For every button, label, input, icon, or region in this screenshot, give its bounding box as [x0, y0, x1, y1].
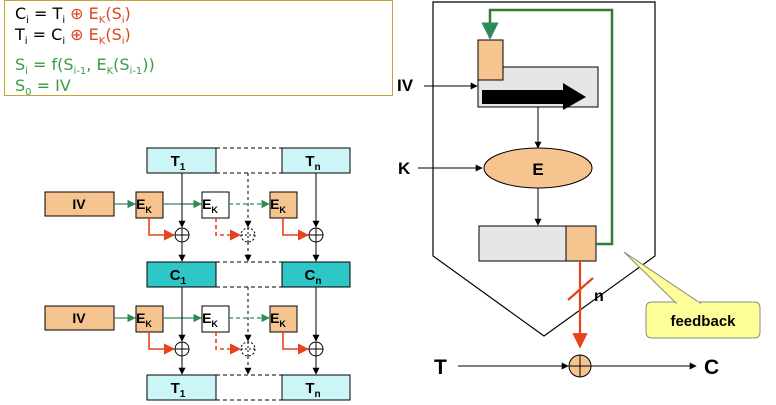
xor-bottom-2	[240, 341, 256, 357]
svg-text:EK: EK	[136, 196, 152, 215]
ek-box-bottom-3: EK	[269, 305, 298, 333]
svg-text:IV: IV	[72, 196, 86, 212]
svg-text:Cn: Cn	[305, 267, 322, 287]
dashed-frame-top	[216, 147, 282, 401]
svg-text:EK: EK	[202, 310, 218, 329]
top-tn-box: Tn	[281, 147, 351, 174]
equation-plaintext: Ti = Ci ⊕ EK(Si)	[15, 25, 131, 48]
c1-box: C1	[146, 261, 217, 288]
output-register	[478, 225, 597, 262]
ek-box-top-2: EK	[201, 191, 230, 219]
cn-box: Cn	[281, 261, 351, 288]
n-label: n	[594, 288, 604, 305]
svg-text:EK: EK	[270, 310, 286, 329]
bottom-t1-box: T1	[146, 374, 217, 401]
svg-text:E: E	[532, 160, 543, 179]
svg-text:T1: T1	[171, 380, 186, 400]
cipher-outline	[432, 1, 656, 337]
svg-text:EK: EK	[202, 196, 218, 215]
top-t1-box: T1	[146, 147, 217, 174]
svg-text:Tn: Tn	[305, 380, 320, 400]
svg-text:T1: T1	[171, 153, 186, 173]
xor-bottom-3	[308, 341, 324, 357]
xor-top-1	[174, 227, 190, 243]
iv-label: IV	[397, 76, 414, 95]
equation-box: Ci = Ti ⊕ EK(Si) Ti = Ci ⊕ EK(Si) Si = f…	[4, 0, 393, 99]
equation-initial-state: S0 = IV	[15, 76, 71, 99]
encrypt-block: E	[483, 147, 593, 189]
equation-shift-register: Si = f(Si-1, EK(Si-1))	[15, 55, 155, 78]
iv-box-bottom: IV	[44, 305, 115, 331]
ciphertext-label: C	[704, 356, 719, 379]
xor-final	[568, 354, 592, 378]
iv-box-top: IV	[44, 191, 115, 217]
ek-box-bottom-2: EK	[201, 305, 230, 333]
ek-box-bottom-1: EK	[135, 305, 164, 333]
svg-text:EK: EK	[136, 310, 152, 329]
svg-text:C1: C1	[170, 267, 187, 287]
ek-box-top-3: EK	[269, 191, 298, 219]
svg-text:feedback: feedback	[670, 313, 736, 330]
xor-top-3	[308, 227, 324, 243]
ek-box-top-1: EK	[135, 191, 164, 219]
svg-text:EK: EK	[270, 196, 286, 215]
xor-top-2	[240, 227, 256, 243]
plaintext-label: T	[434, 356, 447, 379]
equation-ciphertext: Ci = Ti ⊕ EK(Si)	[15, 4, 131, 27]
xor-bottom-1	[174, 341, 190, 357]
feedback-callout: feedback	[623, 251, 761, 339]
bottom-tn-box: Tn	[281, 374, 351, 401]
shift-register-top	[477, 39, 599, 110]
svg-text:Tn: Tn	[305, 153, 320, 173]
svg-text:IV: IV	[72, 310, 86, 326]
key-label: K	[398, 159, 411, 178]
feedback-path	[481, 8, 614, 246]
